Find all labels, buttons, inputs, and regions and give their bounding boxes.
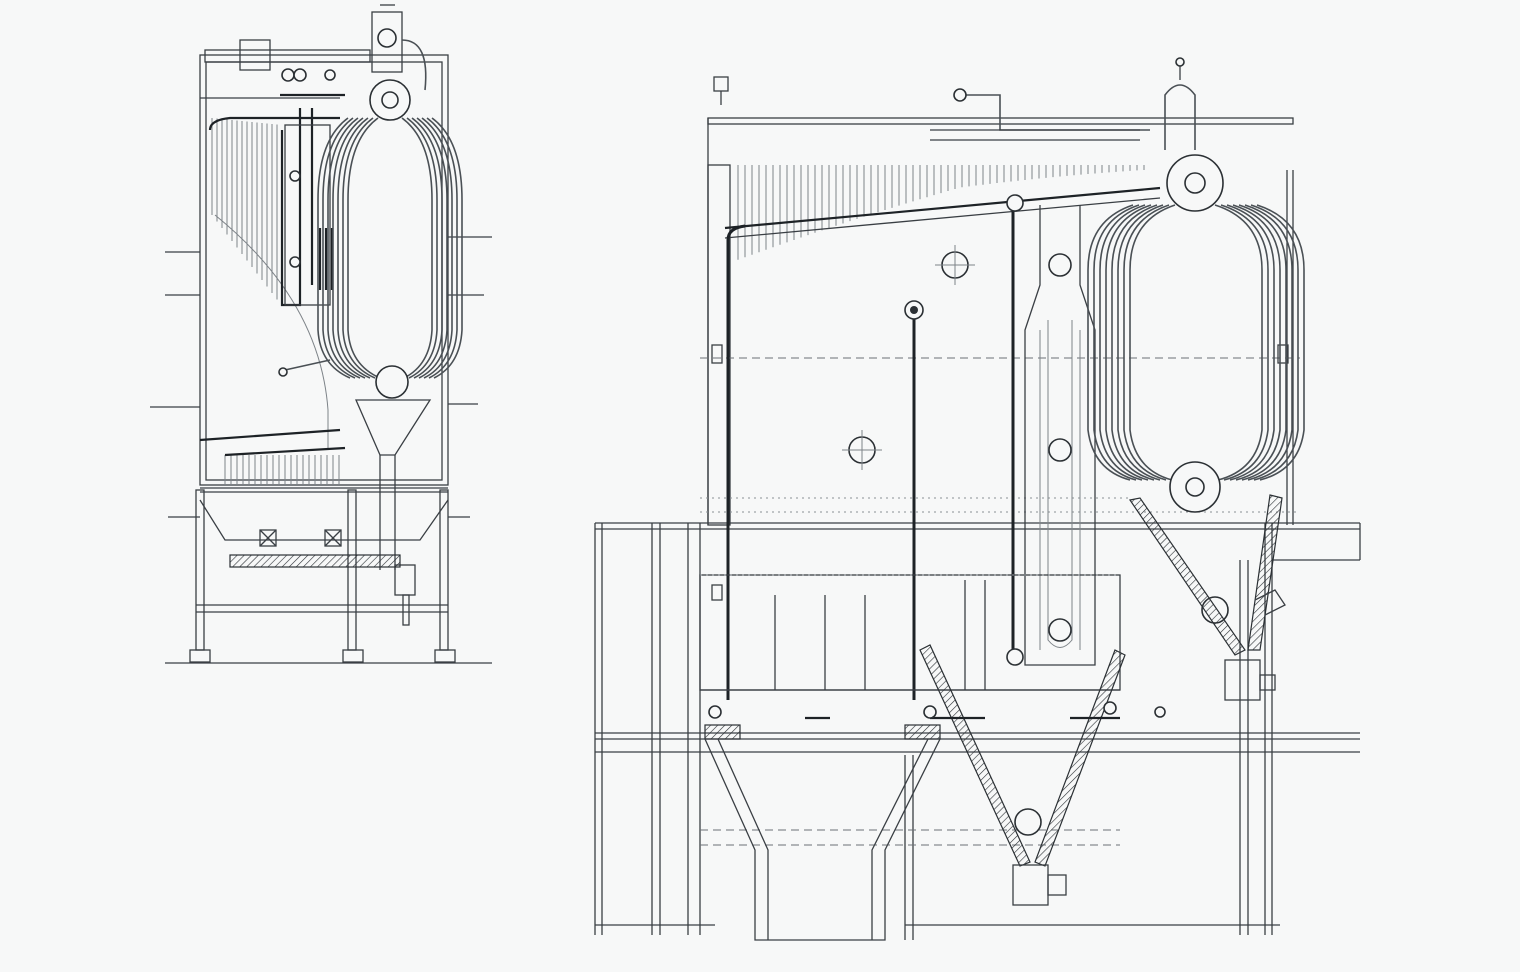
tube-loop — [1111, 204, 1158, 481]
tube-loop — [1256, 204, 1305, 481]
tube-loop — [1099, 204, 1146, 481]
tube-loop — [1214, 204, 1263, 481]
grate — [199, 499, 449, 568]
roof-tubes — [737, 165, 1145, 260]
ash-hopper — [355, 399, 432, 626]
furnace-curve — [214, 214, 329, 450]
tube-loop — [1220, 204, 1269, 481]
right-boiler-view — [594, 57, 1361, 941]
tube-loop — [342, 117, 376, 379]
tube-loop — [406, 117, 438, 379]
superheater-coils — [278, 108, 334, 377]
top-separator — [371, 4, 427, 91]
mud-drum — [375, 365, 409, 399]
right-boiler-bank — [1087, 204, 1305, 481]
tube-loop — [1105, 204, 1152, 481]
centre-ash-hopper — [919, 644, 1126, 906]
tube-loop — [1129, 204, 1176, 481]
tube-loop — [411, 117, 443, 379]
tube-loop — [431, 117, 463, 379]
top-piping — [204, 39, 371, 131]
tube-loop — [421, 117, 453, 379]
lower-furnace — [699, 574, 1121, 691]
tube-loop — [1244, 204, 1293, 481]
tube-loop — [337, 117, 371, 379]
lower-collectors — [708, 701, 1166, 720]
tube-loop — [1087, 204, 1134, 481]
tube-loop — [1093, 204, 1140, 481]
tube-loop — [1123, 204, 1170, 481]
tube-loop — [327, 117, 361, 379]
tube-loop — [426, 117, 458, 379]
boiler-bank — [317, 117, 463, 379]
tube-loop — [1238, 204, 1287, 481]
roof-line — [724, 186, 1161, 230]
tube-loop — [1250, 204, 1299, 481]
lower-header — [199, 428, 341, 442]
tube-loop — [317, 117, 351, 379]
left-ash-hopper — [704, 724, 941, 941]
burner-ports — [842, 245, 1229, 836]
tube-loop — [1232, 204, 1281, 481]
right-ash-hopper — [1128, 494, 1286, 701]
tube-loop — [416, 117, 448, 379]
front-wall-tube — [726, 224, 746, 700]
tube-loop — [347, 117, 381, 379]
tube-loop — [1117, 204, 1164, 481]
drum-top-piping — [713, 57, 1196, 150]
superheater-pendant — [1024, 205, 1096, 666]
tube-loop — [1226, 204, 1275, 481]
support-columns — [189, 489, 456, 663]
left-boiler-view — [150, 4, 492, 664]
tube-loop — [332, 117, 366, 379]
tube-loop — [401, 117, 433, 379]
furnace-tube-wall — [211, 118, 340, 485]
tube-loop — [322, 117, 356, 379]
